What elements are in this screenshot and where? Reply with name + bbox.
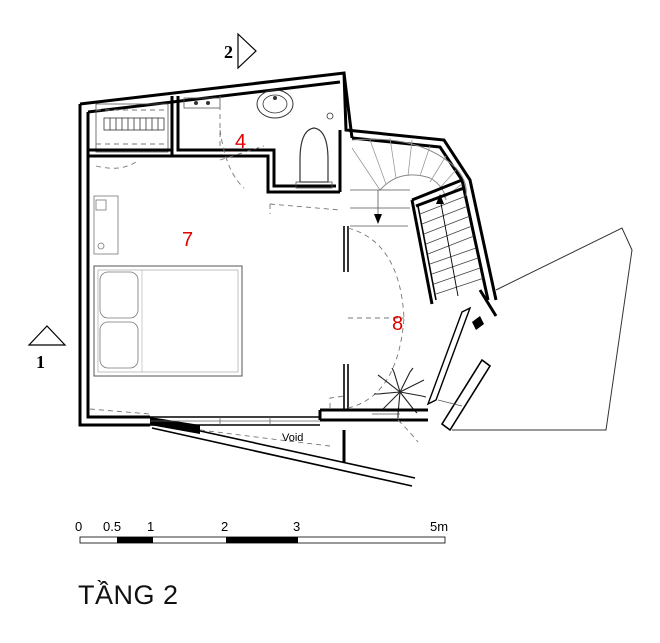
bedroom-hall-partition [269,203,405,410]
section-marker-2: 2 [224,32,257,70]
void-label: Void [282,432,303,444]
wc-fixtures [183,89,334,189]
site-boundary [452,227,633,431]
scale-tick-0: 0 [75,519,82,534]
sink-icon [256,89,294,119]
staircase [350,137,489,305]
section-label-1: 1 [36,352,45,372]
wardrobe [95,103,169,153]
scale-tick-2: 2 [221,519,228,534]
balcony-void: Void [149,417,416,487]
floor-title: TẦNG 2 [78,580,179,610]
wardrobe-door-swing [95,161,137,169]
room-number-8: 8 [392,313,403,335]
scale-tick-5m: 5m [430,519,448,534]
scale-tick-3: 3 [293,519,300,534]
room-number-7: 7 [182,229,193,251]
angled-facade [426,289,498,432]
bedroom-window [89,408,320,425]
toilet-icon [299,127,329,183]
tree-icon [374,367,427,418]
wc-walls [88,96,342,194]
section-label-2: 2 [224,42,233,62]
room-number-4: 4 [235,131,246,153]
scale-bar: 0 0.5 1 2 3 5m [75,519,448,544]
hall-lower-wall [318,408,428,443]
desk [93,195,119,255]
scale-tick-1: 1 [147,519,154,534]
bed [93,265,243,377]
scale-tick-0-5: 0.5 [103,519,121,534]
section-marker-1: 1 [27,325,67,372]
